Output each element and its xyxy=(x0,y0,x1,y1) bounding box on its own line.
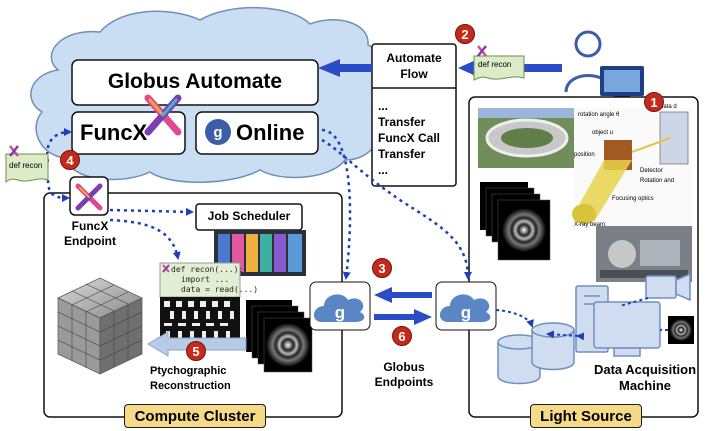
globus-online-icon: g xyxy=(205,119,231,145)
svg-text:g: g xyxy=(335,303,345,322)
ptycho-label: Ptychographic Reconstruction xyxy=(150,364,231,394)
funcx-logo-icon xyxy=(144,94,182,136)
code-line: data = read(...) xyxy=(181,285,259,294)
daq-label: Data Acquisition Machine xyxy=(590,362,700,394)
diffraction-stack-compute xyxy=(246,300,313,373)
funcx-endpoint-line1: FuncX xyxy=(71,219,109,233)
code-line: def recon(...): xyxy=(171,265,244,274)
flow-step: Transfer xyxy=(378,115,426,129)
setup-label-rotation-and: Rotation and xyxy=(640,178,675,184)
automate-flow-steps: ... Transfer FuncX Call Transfer ... xyxy=(378,98,440,178)
funcx-title: FuncX xyxy=(80,120,148,145)
reconstruction-patterns xyxy=(160,297,240,345)
def-recon-left-label: def recon xyxy=(9,161,43,170)
database-icon xyxy=(497,322,575,385)
flow-to-automate-arrow xyxy=(318,59,372,77)
globus-endpoint-lightsource-icon: g xyxy=(435,281,497,331)
globus-automate-title: Globus Automate xyxy=(107,70,283,93)
automate-flow-title-line2: Flow xyxy=(400,67,428,81)
ptycho-line1: Ptychographic xyxy=(150,365,227,377)
dotted-arrow-def-to-endpoint xyxy=(46,179,70,202)
diffraction-stack-lightsource xyxy=(480,182,551,261)
globus-endpoint-compute-icon: g xyxy=(309,281,371,331)
flow-step: FuncX Call xyxy=(378,131,441,145)
setup-label-data: data d xyxy=(660,104,677,110)
camera-icon xyxy=(645,272,691,302)
globus-endpoints-line1: Globus xyxy=(383,360,425,374)
def-recon-top-label: def recon xyxy=(478,60,512,69)
flow-step: ... xyxy=(378,99,389,113)
globus-endpoints-line2: Endpoints xyxy=(374,375,434,389)
daq-line1: Data Acquisition xyxy=(593,362,697,377)
code-snippet-text: def recon(...): import ... data = read(.… xyxy=(171,265,258,295)
compute-cluster-tag: Compute Cluster xyxy=(124,404,266,428)
globus-automate-box xyxy=(71,59,319,106)
def-recon-snippet-left xyxy=(5,153,49,184)
daq-monitor-icon xyxy=(593,301,661,357)
automate-flow-title-line1: Automate xyxy=(386,51,442,65)
step-badge-3: 3 xyxy=(372,258,392,278)
svg-text:g: g xyxy=(461,303,471,322)
ptycho-line2: Reconstruction xyxy=(150,380,231,392)
dotted-arrow-online-to-lightsource-endpoint xyxy=(321,138,472,280)
online-title: Online xyxy=(236,120,305,145)
automate-flow-title: Automate Flow xyxy=(372,50,456,82)
transfer-left-arrow xyxy=(374,287,432,303)
setup-label-xray: X-ray beam xyxy=(574,222,606,228)
synchrotron-aerial-photo xyxy=(478,108,576,168)
def-recon-snippet-top xyxy=(473,55,525,81)
step-badge-2: 2 xyxy=(455,24,475,44)
step-badge-1: 1 xyxy=(644,92,664,112)
transfer-right-arrow xyxy=(374,309,432,325)
job-scheduler-label: Job Scheduler xyxy=(207,209,291,223)
globus-endpoints-label: Globus Endpoints xyxy=(368,360,440,390)
funcx-endpoint-label: FuncX Endpoint xyxy=(60,219,120,249)
step-badge-6: 6 xyxy=(392,326,412,346)
daq-line2: Machine xyxy=(618,378,671,393)
flow-step: Transfer xyxy=(378,147,426,161)
automate-flow-box xyxy=(371,43,457,187)
flow-step: ... xyxy=(378,163,389,177)
mini-funcx-logo-code xyxy=(162,264,170,273)
code-snippet-box xyxy=(159,262,241,298)
svg-text:g: g xyxy=(213,124,222,141)
code-line: import ... xyxy=(181,275,230,284)
light-source-tag: Light Source xyxy=(530,404,642,428)
setup-label-detector: Detector xyxy=(640,168,663,174)
funcx-endpoint-logo-icon xyxy=(75,183,103,211)
funcx-endpoint-line2: Endpoint xyxy=(64,234,116,248)
mini-funcx-logo-top xyxy=(477,45,487,57)
step-badge-4: 4 xyxy=(60,150,80,170)
beamline-photo xyxy=(596,226,692,282)
ptychography-setup-diagram xyxy=(572,108,692,228)
setup-label-object: object u xyxy=(592,130,614,136)
setup-label-focusing: Focusing optics xyxy=(612,196,654,202)
detector-image xyxy=(668,316,694,344)
setup-label-position: position xyxy=(574,152,595,158)
step-badge-5: 5 xyxy=(186,341,206,361)
setup-label-rotation: rotation angle θ xyxy=(578,112,620,118)
reconstruction-cube xyxy=(57,277,143,375)
mini-funcx-logo-left xyxy=(9,145,19,157)
